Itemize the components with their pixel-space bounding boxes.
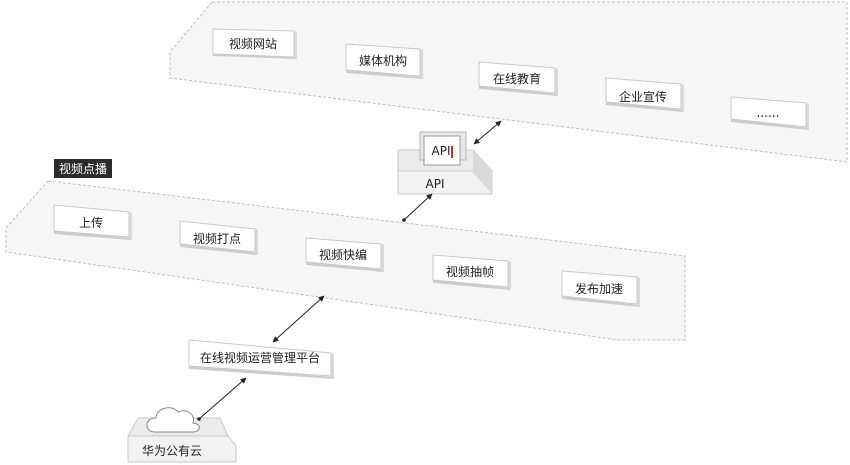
vod-box-quick-edit: 视频快编 <box>305 237 384 272</box>
api-base-label: API <box>426 177 445 191</box>
connector-api-to-consumers <box>473 120 502 145</box>
consumer-label-enterprise-promo: 企业宣传 <box>619 89 667 104</box>
consumer-label-video-sites: 视频网站 <box>229 36 277 51</box>
consumer-label-media: 媒体机构 <box>359 53 407 68</box>
vod-label-publish-accel: 发布加速 <box>575 281 623 296</box>
consumer-label-more: ...... <box>757 106 780 120</box>
vod-box-frame-extract: 视频抽帧 <box>432 254 511 290</box>
consumer-label-online-education: 在线教育 <box>493 71 541 86</box>
cloud-icon <box>146 407 200 433</box>
vod-label-upload: 上传 <box>79 215 103 230</box>
vod-label-tagging: 视频打点 <box>193 231 241 246</box>
vod-tag-label: 视频点播 <box>59 161 107 176</box>
vod-box-tagging: 视频打点 <box>179 220 258 255</box>
vod-box-upload: 上传 <box>53 204 132 240</box>
cloud-block: 华为公有云 <box>127 407 237 463</box>
cloud-label: 华为公有云 <box>142 444 202 458</box>
connector-platform-to-vod <box>272 295 325 343</box>
api-card-label: API <box>432 144 451 158</box>
vod-box-publish-accel: 发布加速 <box>561 270 640 307</box>
connector-cloud-to-platform <box>197 377 247 421</box>
platform-box: 在线视频运营管理平台 <box>188 339 334 379</box>
vod-label-frame-extract: 视频抽帧 <box>446 264 494 279</box>
consumer-box-online-education: 在线教育 <box>478 61 558 96</box>
api-cursor-mark <box>451 146 453 158</box>
consumer-box-enterprise-promo: 企业宣传 <box>605 77 684 112</box>
vod-label-quick-edit: 视频快编 <box>319 247 367 262</box>
consumer-box-video-sites: 视频网站 <box>212 28 297 59</box>
vod-tag: 视频点播 <box>54 159 112 178</box>
consumer-box-media: 媒体机构 <box>345 43 423 79</box>
connector-vod-to-api <box>402 193 433 222</box>
consumer-box-more: ...... <box>730 96 809 130</box>
api-block: API API <box>397 131 494 195</box>
platform-label: 在线视频运营管理平台 <box>200 350 320 365</box>
